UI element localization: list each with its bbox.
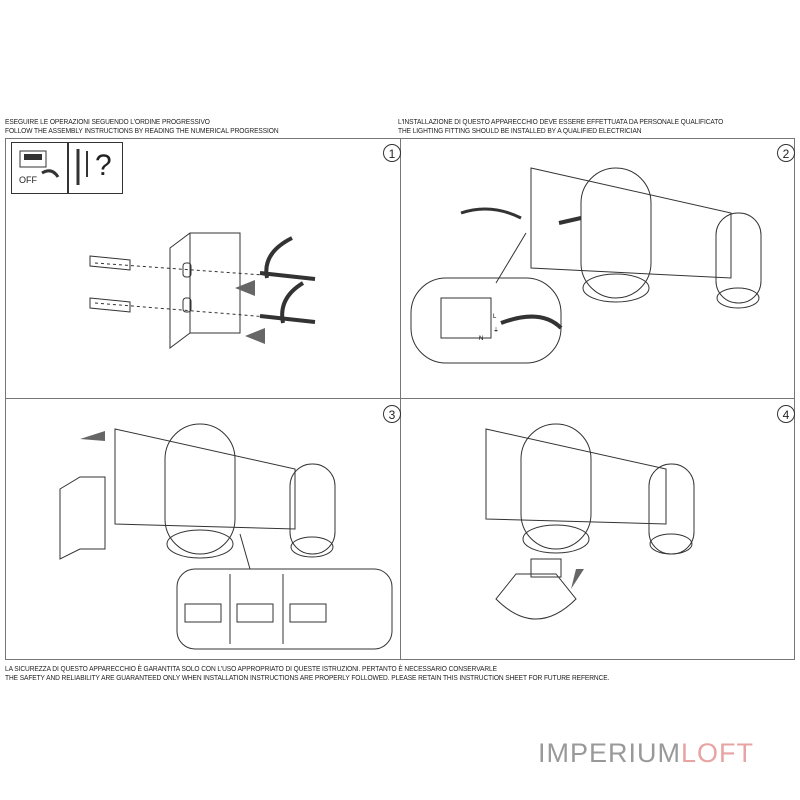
off-label: OFF	[19, 175, 37, 185]
header-right-italian: L'INSTALLAZIONE DI QUESTO APPARECCHIO DE…	[398, 117, 724, 126]
question-mark: ?	[95, 149, 112, 182]
divider-horizontal	[5, 398, 795, 399]
tools-icon: ?	[67, 142, 123, 194]
header-left-english: FOLLOW THE ASSEMBLY INSTRUCTIONS BY READ…	[5, 126, 279, 135]
bulb-insertion-drawing	[485, 423, 695, 620]
step-3-panel: 3	[5, 399, 401, 660]
logo-part-loft: LOFT	[681, 738, 755, 768]
arrow-up-icon	[571, 569, 584, 589]
step-number-2: 2	[777, 144, 795, 162]
power-off-icon: OFF	[11, 142, 69, 194]
footer-italian: LA SICUREZZA DI QUESTO APPARECCHIO È GAR…	[5, 664, 497, 673]
arrow-left-icon	[80, 431, 105, 441]
step-2-panel: 2 L N ⏚	[401, 138, 795, 398]
step-number-4: 4	[777, 405, 795, 423]
header-left: ESEGUIRE LE OPERAZIONI SEGUENDO L'ORDINE…	[5, 117, 279, 135]
terminal-label-l: L	[493, 314, 497, 320]
brand-logo: IMPERIUMLOFT	[538, 738, 754, 769]
wall-bracket-drawing	[89, 232, 316, 349]
footer: LA SICUREZZA DI QUESTO APPARECCHIO È GAR…	[5, 664, 609, 682]
step-number-3: 3	[383, 405, 401, 423]
footer-english: THE SAFETY AND RELIABILITY ARE GUARANTEE…	[5, 673, 610, 682]
divider-vertical	[400, 138, 401, 660]
header-right: L'INSTALLAZIONE DI QUESTO APPARECCHIO DE…	[398, 117, 723, 135]
step-4-panel: 4	[401, 399, 795, 660]
terminal-label-earth: ⏚	[493, 327, 499, 334]
terminal-label-n: N	[479, 336, 483, 342]
step-1-panel: 1 OFF ?	[5, 138, 401, 398]
step-number-1: 1	[383, 144, 401, 162]
header-right-english: THE LIGHTING FITTING SHOULD BE INSTALLED…	[398, 126, 642, 135]
header-left-italian: ESEGUIRE LE OPERAZIONI SEGUENDO L'ORDINE…	[5, 117, 210, 126]
logo-part-imperium: IMPERIUM	[538, 738, 681, 768]
fixture-wiring-drawing: L N ⏚	[410, 167, 762, 364]
fixture-mounting-drawing	[59, 423, 393, 650]
